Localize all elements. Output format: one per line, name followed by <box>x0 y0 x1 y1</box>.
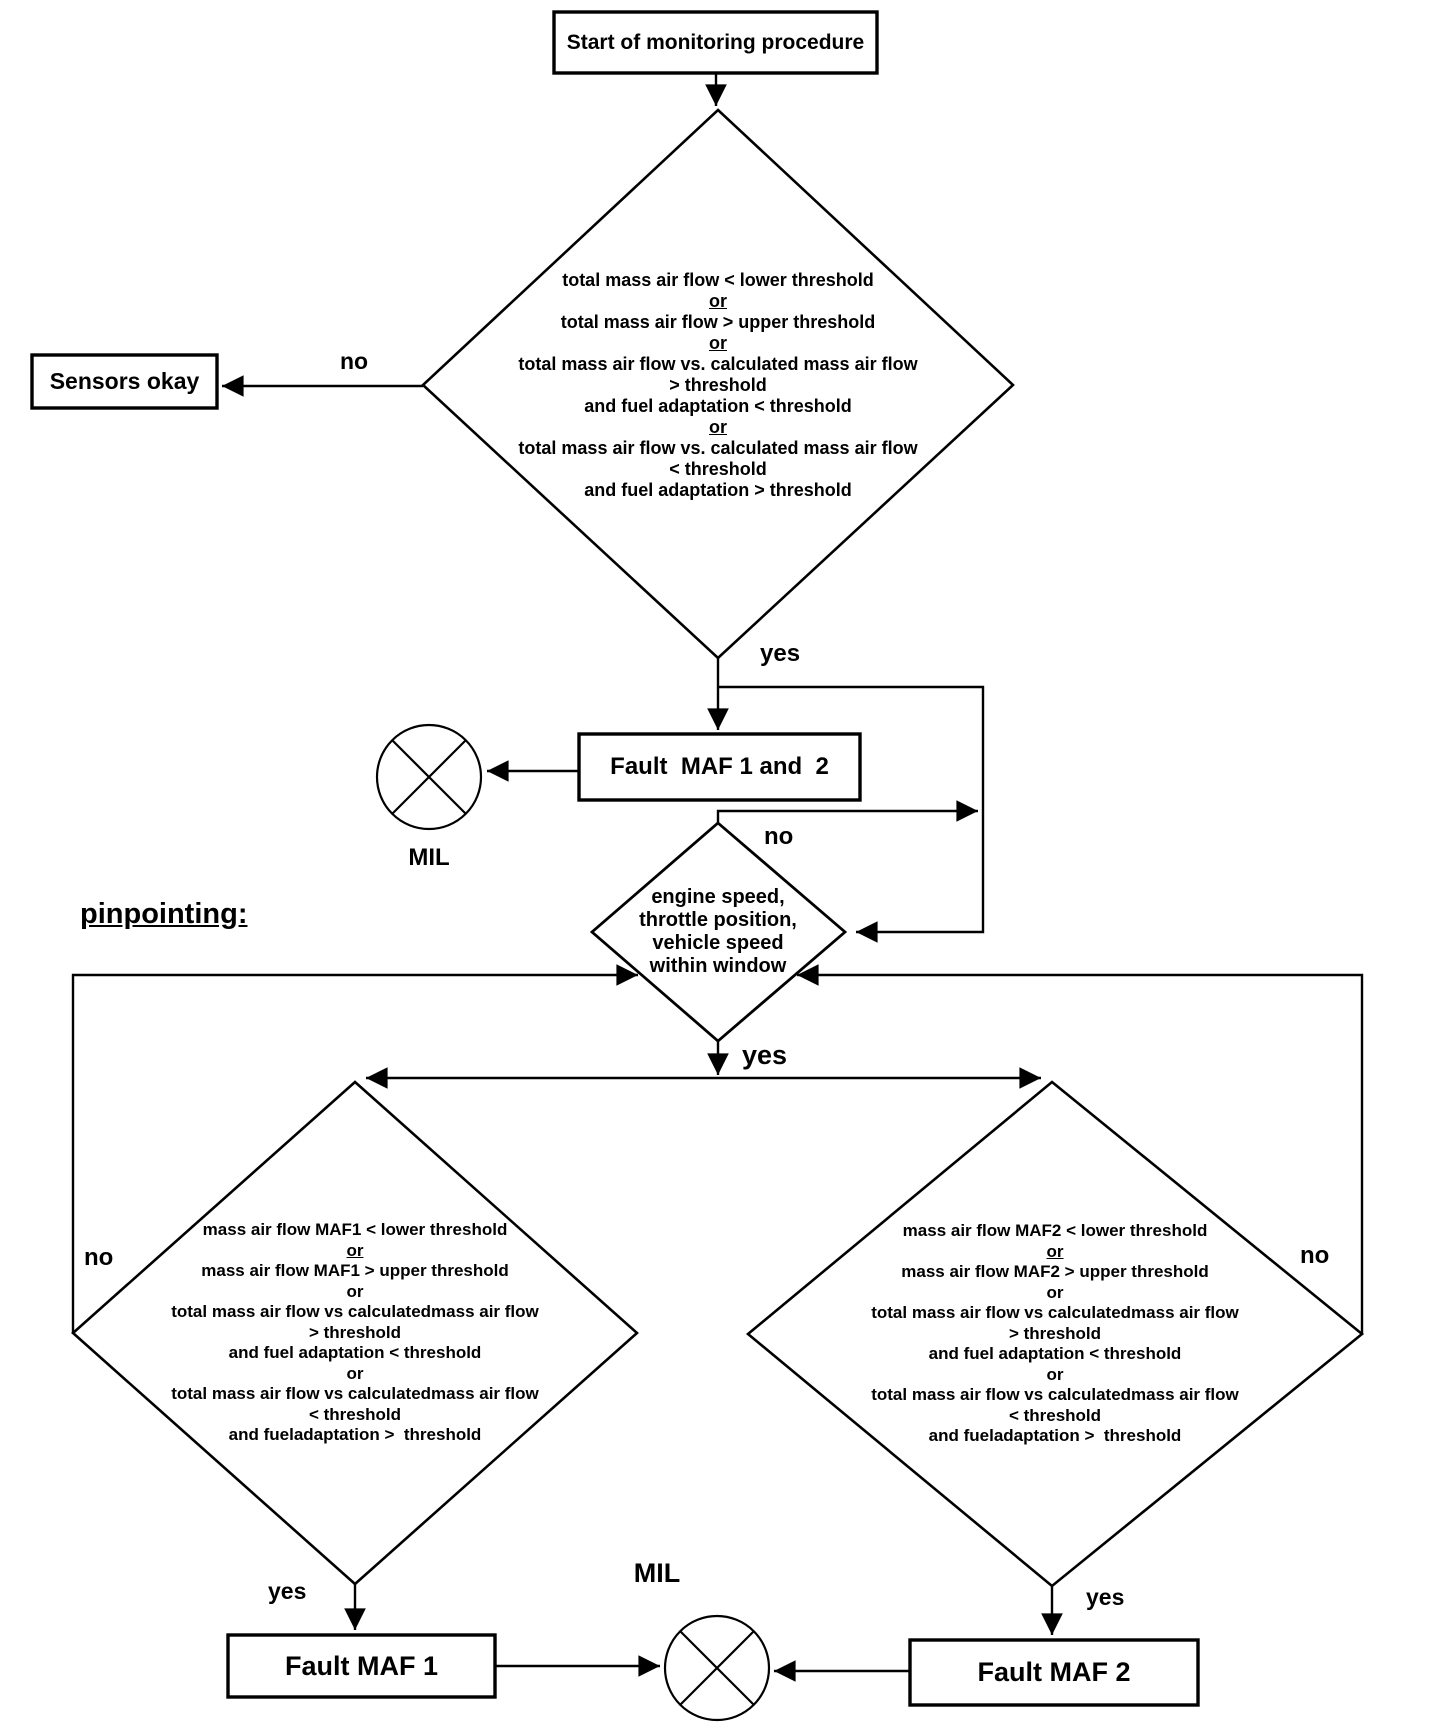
decision-line: and fuel adaptation < threshold <box>228 1343 482 1362</box>
decision-line: and fuel adaptation > threshold <box>584 480 852 500</box>
decision-line: and fuel adaptation < threshold <box>928 1344 1182 1363</box>
decision-line: > threshold <box>1008 1323 1102 1343</box>
decision-line: or <box>709 291 727 311</box>
decision-line: or <box>709 417 727 437</box>
decision-line: < threshold <box>1008 1405 1102 1425</box>
start-box <box>552 10 879 75</box>
edge-label-yes-window: yes <box>742 1040 788 1070</box>
decision-line: or <box>346 1240 364 1260</box>
decision-total-flow-diamond <box>421 108 1015 660</box>
edge-label-no-maf2: no <box>1300 1242 1330 1269</box>
edge-maf2-no-loop <box>796 964 1364 1334</box>
fault-maf1-box <box>226 1633 497 1699</box>
decision-maf2-diamond <box>745 1080 1365 1588</box>
fault-maf2-box <box>908 1638 1200 1707</box>
decision-line: total mass air flow vs calculatedmass ai… <box>171 1302 539 1321</box>
decision-line: and fueladaptation > threshold <box>928 1426 1182 1445</box>
decision-line: or <box>709 333 727 353</box>
decision-line: total mass air flow vs calculatedmass ai… <box>871 1385 1239 1404</box>
mil-top-icon <box>375 723 483 831</box>
edge-yes-branch-to-window-decision <box>718 685 985 943</box>
decision-line: total mass air flow > upper threshold <box>560 312 876 332</box>
edge-label-no-maf1: no <box>84 1244 114 1271</box>
mil-bottom-icon <box>663 1614 771 1722</box>
decision-line: total mass air flow vs calculatedmass ai… <box>871 1303 1239 1322</box>
mil-top-label: MIL <box>408 844 450 871</box>
decision-line: mass air flow MAF1 < lower threshold <box>202 1220 508 1239</box>
decision-line: < threshold <box>308 1404 402 1424</box>
fault-maf12-box <box>577 732 862 802</box>
edge-label-no-main: no <box>340 348 369 374</box>
decision-line: total mass air flow < lower threshold <box>562 270 874 290</box>
decision-line: total mass air flow vs. calculated mass … <box>518 438 918 458</box>
decision-line: > threshold <box>669 375 767 395</box>
decision-line: or <box>1046 1241 1064 1261</box>
decision-line: engine speed, <box>651 886 785 908</box>
fault-maf1-label: Fault MAF 1 <box>285 1650 438 1681</box>
mil-bottom-label: MIL <box>633 1558 681 1588</box>
decision-line: total mass air flow vs calculatedmass ai… <box>171 1384 539 1403</box>
pinpointing-heading: pinpointing: <box>80 898 248 930</box>
edge-label-yes-maf2: yes <box>1086 1584 1125 1610</box>
edge-maf1-no-loop <box>71 964 639 1333</box>
decision-maf1-diamond <box>71 1080 639 1586</box>
decision-line: within window <box>649 955 787 977</box>
decision-line: mass air flow MAF2 < lower threshold <box>902 1221 1208 1240</box>
fault-maf12-label: Fault MAF 1 and 2 <box>610 753 829 780</box>
decision-line: mass air flow MAF2 > upper threshold <box>901 1262 1209 1281</box>
decision-line: and fueladaptation > threshold <box>228 1425 482 1444</box>
sensors-okay-label: Sensors okay <box>49 368 200 394</box>
decision-line: or <box>1046 1364 1064 1384</box>
decision-window-text: engine speed,throttle position,vehicle s… <box>593 886 843 978</box>
sensors-okay-box <box>30 353 219 410</box>
decision-line: throttle position, <box>639 909 797 931</box>
decision-line: or <box>1046 1282 1064 1302</box>
decision-line: vehicle speed <box>652 932 784 954</box>
edge-label-yes-main: yes <box>760 640 801 667</box>
decision-line: total mass air flow vs. calculated mass … <box>518 354 918 374</box>
edge-label-yes-maf1: yes <box>268 1578 307 1604</box>
decision-line: and fuel adaptation < threshold <box>584 396 852 416</box>
decision-line: or <box>346 1363 364 1383</box>
decision-line: > threshold <box>308 1322 402 1342</box>
edge-window-no-loop <box>716 800 979 826</box>
fault-maf2-label: Fault MAF 2 <box>977 1657 1131 1687</box>
decision-line: or <box>346 1281 364 1301</box>
start-label: Start of monitoring procedure <box>566 30 865 54</box>
edge-label-no-window: no <box>764 823 794 850</box>
decision-line: < threshold <box>669 459 767 479</box>
decision-line: mass air flow MAF1 > upper threshold <box>201 1261 509 1280</box>
decision-window-diamond <box>589 821 848 1043</box>
